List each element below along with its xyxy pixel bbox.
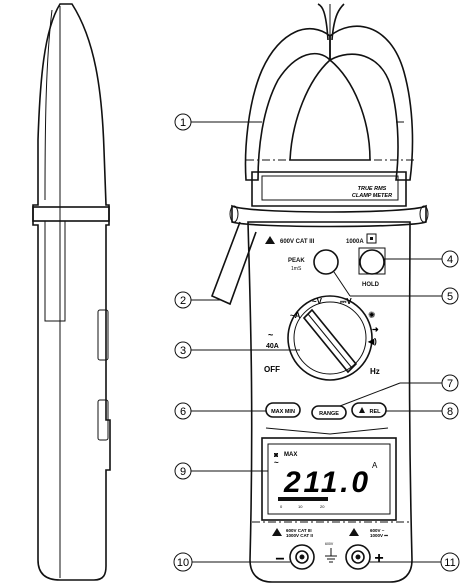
rating-current: 1000A — [346, 239, 364, 245]
term-left-rating-2: 1000V CAT II — [286, 533, 313, 538]
callout-7-leader-b — [339, 382, 401, 407]
dial-continuity-icon: ✺ — [368, 310, 376, 320]
nameplate-line1: TRUE RMS — [358, 186, 387, 192]
dial-pointer-line — [307, 313, 353, 369]
rel-triangle-icon — [359, 407, 365, 413]
lcd-max-flag: MAX — [284, 452, 297, 458]
rotary-dial-inner — [293, 301, 367, 375]
callout-4-num: 4 — [447, 254, 453, 266]
rel-button[interactable] — [351, 402, 387, 418]
maxmin-label: MAX MIN — [271, 409, 295, 415]
jaw-tip-right — [331, 3, 345, 41]
side-button-lower — [97, 399, 109, 441]
side-view — [32, 3, 111, 581]
side-body-outline — [32, 3, 111, 581]
hold-button[interactable] — [359, 249, 385, 275]
lcd-bargraph — [278, 497, 328, 501]
peak-button[interactable] — [313, 249, 339, 275]
side-lever — [44, 220, 66, 322]
callout-10-num: 10 — [177, 557, 189, 569]
lcd-unit: A — [372, 461, 378, 470]
lcd-frame — [261, 437, 397, 521]
range-button[interactable] — [311, 405, 347, 420]
minus-sign: − — [275, 551, 284, 568]
v-jack[interactable] — [345, 544, 371, 570]
warning-icon-right — [349, 528, 359, 536]
guard-end-left — [229, 205, 239, 223]
lcd-scale-10: 10 — [298, 504, 303, 509]
hold-button-frame — [358, 247, 386, 275]
peak-sub: 1mS — [291, 266, 302, 272]
dial-dc-v: ⎓V — [340, 297, 352, 306]
callout-7-num: 7 — [447, 378, 453, 390]
trigger-lever[interactable] — [210, 221, 257, 306]
v-jack-pin — [355, 554, 361, 560]
hold-label: HOLD — [362, 282, 380, 288]
dial-pointer — [302, 308, 358, 374]
callout-8-num: 8 — [447, 406, 453, 418]
rating-voltage: 600V CAT III — [280, 239, 315, 245]
front-view: TRUE RMS CLAMP METER 600V CAT III 1000A … — [210, 3, 429, 583]
dial-buzzer-icon: ◀) — [367, 337, 377, 346]
jaw-tip-left — [317, 3, 329, 41]
maxmin-button[interactable] — [265, 402, 301, 418]
callout-3-num: 3 — [180, 345, 186, 357]
com-jack-pin — [299, 554, 305, 560]
lcd-window — [267, 443, 391, 515]
callout-2-num: 2 — [180, 295, 186, 307]
com-jack-inner — [295, 550, 309, 564]
plus-sign: + — [374, 550, 383, 567]
dial-ac-v: ~V — [312, 297, 323, 306]
lcd-scale-20: 20 — [320, 504, 325, 509]
dial-diode-icon: ➜ — [372, 325, 379, 334]
dial-hz: Hz — [370, 367, 380, 376]
peak-label: PEAK — [288, 258, 305, 264]
callout-1-num: 1 — [180, 117, 186, 129]
side-jaw-rib — [44, 9, 53, 201]
jaw-left — [244, 27, 331, 181]
callout-11-num: 11 — [444, 557, 455, 569]
jaw-right — [329, 25, 414, 181]
dial-40a: 40A — [266, 343, 279, 350]
dial-off: OFF — [264, 365, 280, 374]
side-trigger-band — [32, 206, 110, 222]
nameplate-inner — [261, 175, 399, 201]
com-jack[interactable] — [289, 544, 315, 570]
guard-end-right — [419, 205, 429, 223]
nameplate-band — [251, 171, 407, 207]
dial-tilde-icon: ~ — [268, 330, 273, 340]
callouts: 1 2 3 4 5 6 7 8 9 1 — [173, 113, 460, 572]
callout-5-num: 5 — [447, 291, 453, 303]
callout-9-num: 9 — [180, 466, 186, 478]
lcd-mode-icon: ◙ — [274, 452, 278, 459]
dial-ac-a: ~A — [290, 311, 301, 320]
lcd-reading: 211.0 — [283, 466, 368, 499]
jaw-inner-window — [289, 58, 371, 161]
warning-icon-top — [265, 236, 275, 244]
term-mid-rating: 600V — [325, 542, 334, 546]
side-button-upper — [97, 309, 109, 361]
callout-6-num: 6 — [180, 406, 186, 418]
rotary-dial[interactable] — [287, 295, 373, 381]
button-divider — [265, 427, 389, 435]
rel-label: REL — [370, 409, 382, 415]
hand-guard — [231, 204, 427, 228]
range-label: RANGE — [319, 411, 339, 417]
term-right-rating-2: 1000V ⎓ — [370, 533, 388, 538]
hold-symbol-icon — [366, 233, 377, 244]
callout-5-leader-a — [333, 271, 351, 297]
v-jack-inner — [351, 550, 365, 564]
lcd-ac-icon: ~ — [274, 458, 279, 467]
nameplate-line2: CLAMP METER — [352, 193, 392, 199]
term-right-rating-1: 600V ~ — [370, 528, 385, 533]
term-left-rating-1: 600V CAT III — [286, 528, 312, 533]
main-body — [247, 221, 413, 583]
hold-symbol-dot — [370, 237, 373, 240]
lcd-scale-0: 0 — [280, 504, 283, 509]
warning-icon-left — [272, 528, 282, 536]
